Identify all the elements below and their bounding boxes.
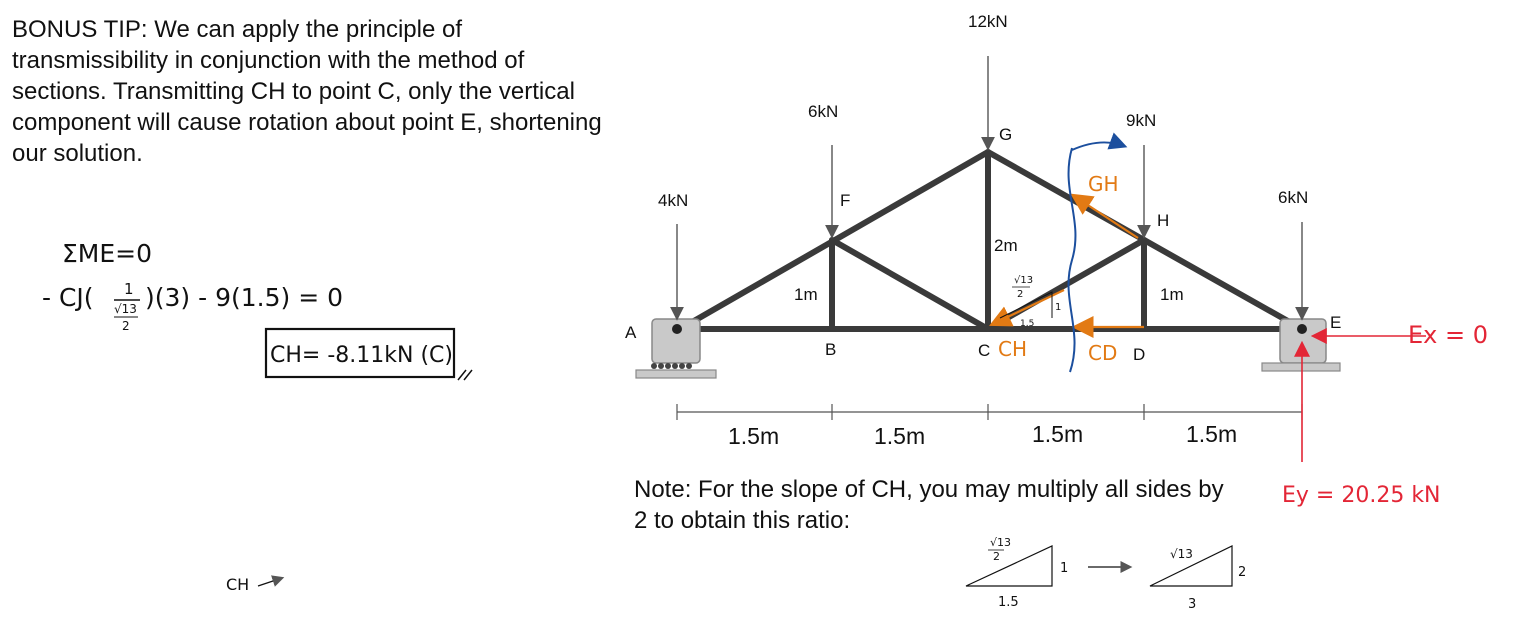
slope-note-text: Note: For the slope of CH, you may multi… bbox=[634, 476, 1224, 534]
moment-equation: ΣME=0 - CJ( 1 √13 2 )(3) - 9(1.5) = 0 CH… bbox=[42, 239, 473, 381]
triangle1-vertical: 1 bbox=[1060, 561, 1068, 576]
force-arrow-gh bbox=[1070, 193, 1139, 239]
result-text: CH= -8.11kN (C) bbox=[270, 343, 453, 368]
load-label-e: 6kN bbox=[1278, 188, 1308, 207]
node-label-c: C bbox=[978, 341, 990, 360]
span-label-4: 1.5m bbox=[1186, 421, 1237, 447]
double-underline-mark bbox=[457, 369, 473, 381]
dim-label-fb: 1m bbox=[794, 285, 818, 304]
bonus-tip-text: BONUS TIP: We can apply the principle of… bbox=[12, 16, 602, 167]
triangle1-ch-arrow bbox=[257, 575, 285, 587]
span-label-1: 1.5m bbox=[728, 423, 779, 449]
reactions: Ex = 0 Ey = 20.25 kN bbox=[1282, 321, 1488, 508]
slope-label-one: 1 bbox=[1055, 302, 1061, 313]
section-cut bbox=[1067, 132, 1128, 373]
reaction-label-ey: Ey = 20.25 kN bbox=[1282, 483, 1441, 508]
label-ch: CH bbox=[998, 337, 1027, 361]
span-label-3: 1.5m bbox=[1032, 421, 1083, 447]
node-label-d: D bbox=[1133, 345, 1145, 364]
slope-label-top-den: 2 bbox=[1017, 289, 1023, 300]
dim-label-gc: 2m bbox=[994, 236, 1018, 255]
slope-label-top: √13 bbox=[1014, 275, 1033, 286]
slope-triangle-small bbox=[999, 291, 1053, 319]
result-box bbox=[264, 327, 456, 379]
support-e-pin bbox=[1297, 324, 1307, 334]
span-dimension-line bbox=[676, 404, 1303, 420]
moment-eq-right: )(3) - 9(1.5) = 0 bbox=[145, 283, 343, 312]
load-arrows bbox=[670, 56, 1309, 321]
ratio-triangles: CH √13 2 1 1.5 √13 2 3 bbox=[226, 536, 1246, 612]
load-label-g: 12kN bbox=[968, 12, 1008, 31]
load-label-a: 4kN bbox=[658, 191, 688, 210]
reaction-label-ex: Ex = 0 bbox=[1408, 321, 1488, 349]
moment-eq-left: - CJ( bbox=[42, 283, 94, 312]
load-label-f: 6kN bbox=[808, 102, 838, 121]
triangle2-base: 3 bbox=[1188, 597, 1196, 612]
triangle1-base: 1.5 bbox=[998, 595, 1019, 610]
support-e-base bbox=[1261, 362, 1341, 372]
label-cd: CD bbox=[1088, 341, 1117, 365]
member-fc bbox=[829, 237, 991, 332]
dim-label-hd: 1m bbox=[1160, 285, 1184, 304]
node-label-a: A bbox=[625, 323, 637, 342]
frac-denominator-2: 2 bbox=[122, 319, 130, 333]
orange-annotations: GH CH CD √13 2 1 1.5 bbox=[989, 172, 1144, 365]
section-cut-arrow bbox=[1071, 132, 1128, 151]
moment-eq-title: ΣME=0 bbox=[62, 239, 152, 268]
support-a-pin bbox=[672, 324, 682, 334]
triangle1-hyp-den: 2 bbox=[993, 550, 1000, 563]
frac-denominator: √13 bbox=[114, 302, 137, 316]
label-gh: GH bbox=[1088, 172, 1119, 196]
triangle1-ch-label: CH bbox=[226, 575, 249, 594]
support-a-rollers bbox=[651, 363, 692, 369]
triangle2-hyp: √13 bbox=[1170, 547, 1193, 561]
load-label-h: 9kN bbox=[1126, 111, 1156, 130]
triangle1 bbox=[965, 545, 1053, 587]
slope-label-one-five: 1.5 bbox=[1020, 319, 1034, 329]
triangle2-vertical: 2 bbox=[1238, 565, 1246, 580]
node-label-h: H bbox=[1157, 211, 1169, 230]
triangle2 bbox=[1149, 545, 1233, 587]
node-label-b: B bbox=[825, 340, 836, 359]
support-a-base bbox=[635, 369, 717, 379]
node-label-e: E bbox=[1330, 313, 1341, 332]
span-label-2: 1.5m bbox=[874, 423, 925, 449]
node-label-f: F bbox=[840, 191, 850, 210]
node-label-g: G bbox=[999, 125, 1012, 144]
support-a bbox=[635, 318, 717, 379]
truss-members bbox=[677, 149, 1305, 332]
frac-numerator: 1 bbox=[124, 280, 134, 298]
section-cut-line bbox=[1067, 147, 1077, 373]
triangle1-hyp: √13 bbox=[990, 536, 1011, 549]
